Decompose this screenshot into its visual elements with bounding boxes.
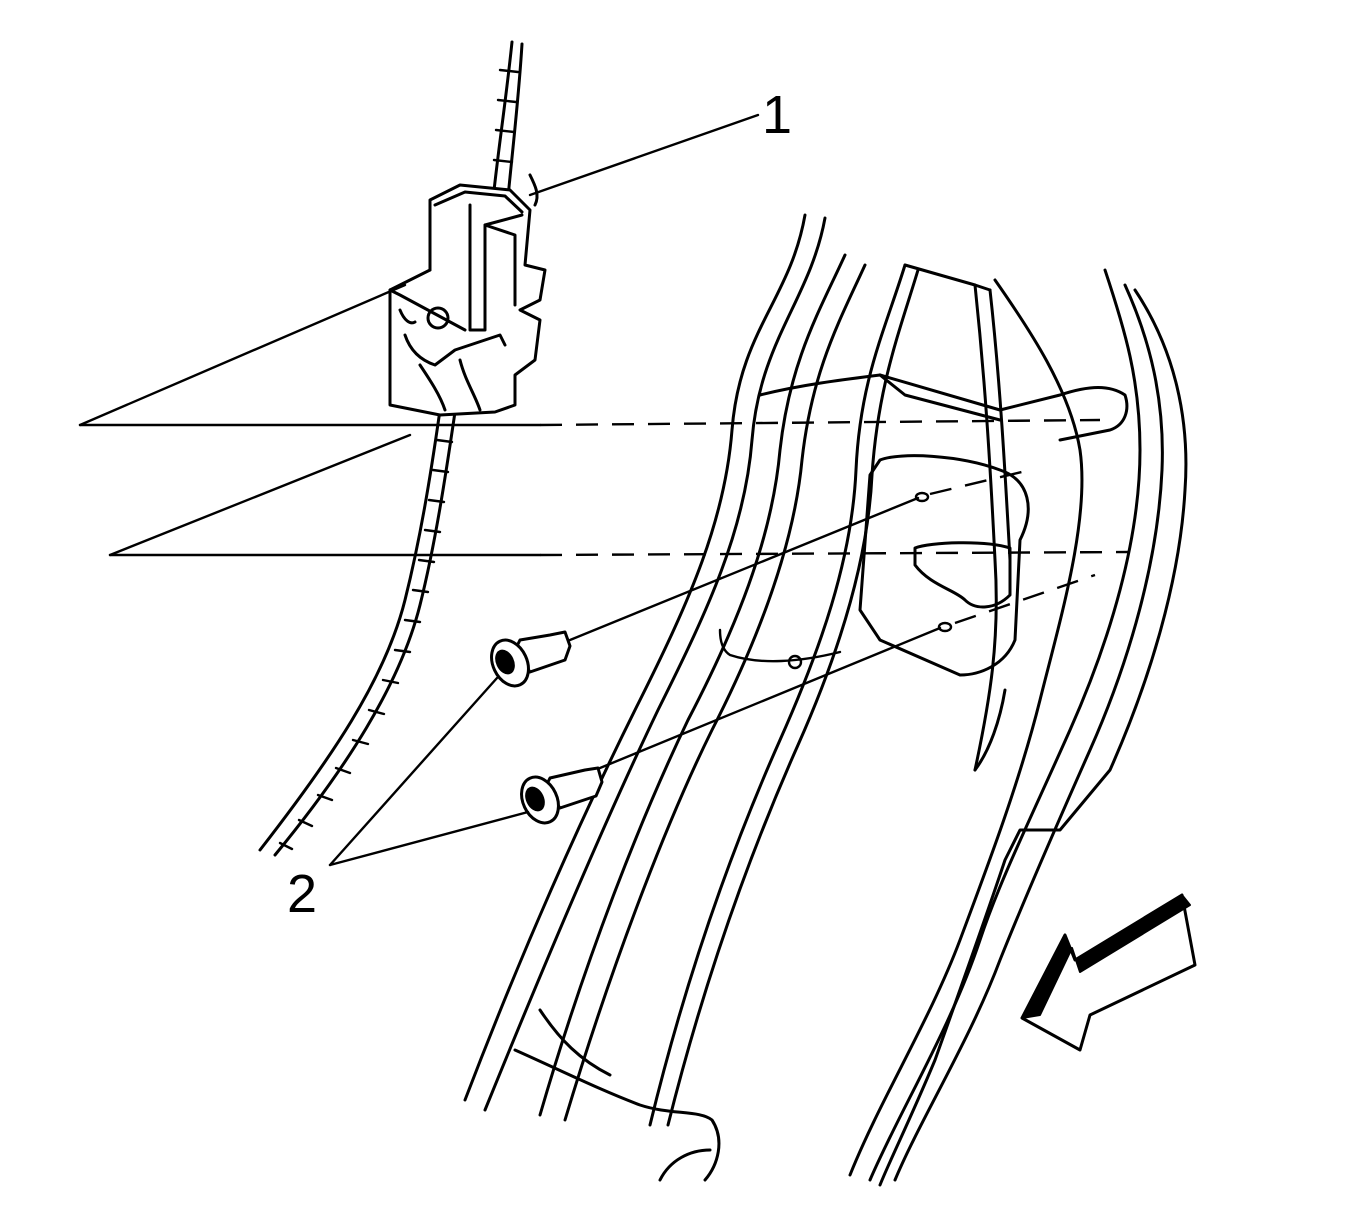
callout-1: 1 [528,85,792,197]
callout-label-2: 2 [287,864,317,924]
callout-label-1: 1 [762,85,792,145]
cable-strip [258,40,524,857]
bolt-upper [490,630,572,688]
bolt-lower [520,766,604,825]
alignment-lines [78,283,1131,770]
arrow-icon [1020,893,1197,1052]
body-pillar [463,213,1188,1187]
bracket-1 [388,173,547,417]
callout-2: 2 [287,676,530,924]
